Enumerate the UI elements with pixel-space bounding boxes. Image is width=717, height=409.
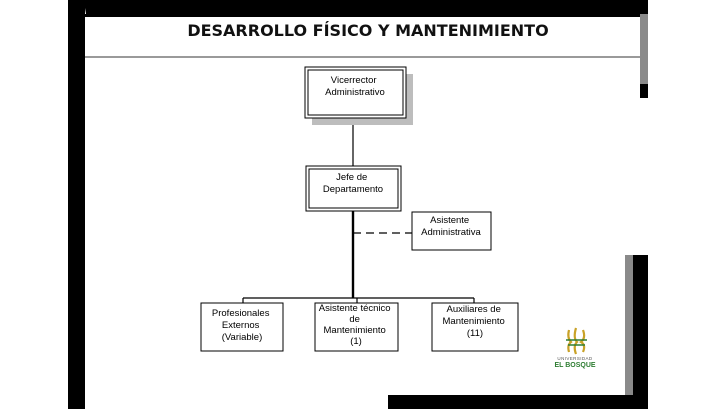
- box-tecnico-line-4: (1): [350, 336, 362, 347]
- svg-text:Auxiliares de Mantenimie: Auxiliares de Mantenimiento (11): [443, 304, 508, 339]
- svg-text:Jefe de Departamento: Jefe de Departamento: [323, 172, 383, 195]
- box-tecnico-line-3: Mantenimiento: [324, 325, 386, 336]
- box-auxiliares: Auxiliares de Mantenimiento (11): [431, 302, 519, 352]
- box-vicerrector: Vicerrector Administrativo: [304, 66, 413, 125]
- svg-text:Asistente técnico de: Asistente técnico de Mantenimiento (1): [319, 303, 393, 347]
- frame-bottom-right-vertical: [633, 255, 648, 409]
- frame-top-bar: [68, 0, 648, 8]
- box-auxiliares-line-3: (11): [467, 328, 483, 339]
- logo-line-2: EL BOSQUE: [554, 362, 595, 369]
- box-asistente-line-1: Asistente: [430, 215, 469, 226]
- box-tecnico-line-1: Asistente técnico: [319, 303, 391, 314]
- box-profesionales-line-2: Externos: [222, 320, 260, 331]
- slide-title: DESARROLLO FÍSICO Y MANTENIMIENTO: [187, 21, 549, 40]
- frame-bottom-shadow: [625, 255, 633, 395]
- box-jefe-line-2: Departamento: [323, 184, 383, 195]
- box-vicerrector-line-2: Administrativo: [325, 87, 385, 98]
- box-tecnico-line-2: de: [349, 314, 360, 325]
- box-asistente-administrativa: Asistente Administrativa: [411, 211, 492, 251]
- box-asistente-line-2: Administrativa: [421, 227, 481, 238]
- logo-line-1: UNIVERSIDAD: [557, 356, 593, 361]
- box-vicerrector-line-1: Vicerrector: [331, 75, 377, 86]
- frame-left-bar: [68, 0, 85, 409]
- frame-right-notch: [640, 84, 648, 98]
- title-separator: [85, 56, 640, 58]
- title-top-rule: [85, 14, 640, 17]
- svg-text:Vicerrector Administrati: Vicerrector Administrativo: [325, 75, 385, 98]
- frame-top-shadow: [640, 14, 648, 98]
- box-jefe-line-1: Jefe de: [336, 172, 367, 183]
- box-profesionales: Profesionales Externos (Variable): [200, 302, 284, 352]
- frame-top-curve: [85, 8, 648, 14]
- box-profesionales-line-1: Profesionales: [212, 308, 270, 319]
- university-logo: UNIVERSIDAD EL BOSQUE: [554, 327, 596, 369]
- frame-bottom-bar: [388, 395, 648, 409]
- box-auxiliares-line-2: Mantenimiento: [443, 316, 505, 327]
- logo-emblem-icon: [566, 327, 587, 355]
- box-jefe: Jefe de Departamento: [305, 165, 402, 212]
- box-asistente-tecnico: Asistente técnico de Mantenimiento (1): [314, 302, 399, 352]
- box-profesionales-line-3: (Variable): [222, 332, 262, 343]
- title-background: [85, 14, 640, 56]
- box-auxiliares-line-1: Auxiliares de: [446, 304, 500, 315]
- svg-text:Asistente Administrativa: Asistente Administrativa: [421, 215, 481, 238]
- svg-text:Profesionales Externos: Profesionales Externos (Variable): [212, 308, 272, 343]
